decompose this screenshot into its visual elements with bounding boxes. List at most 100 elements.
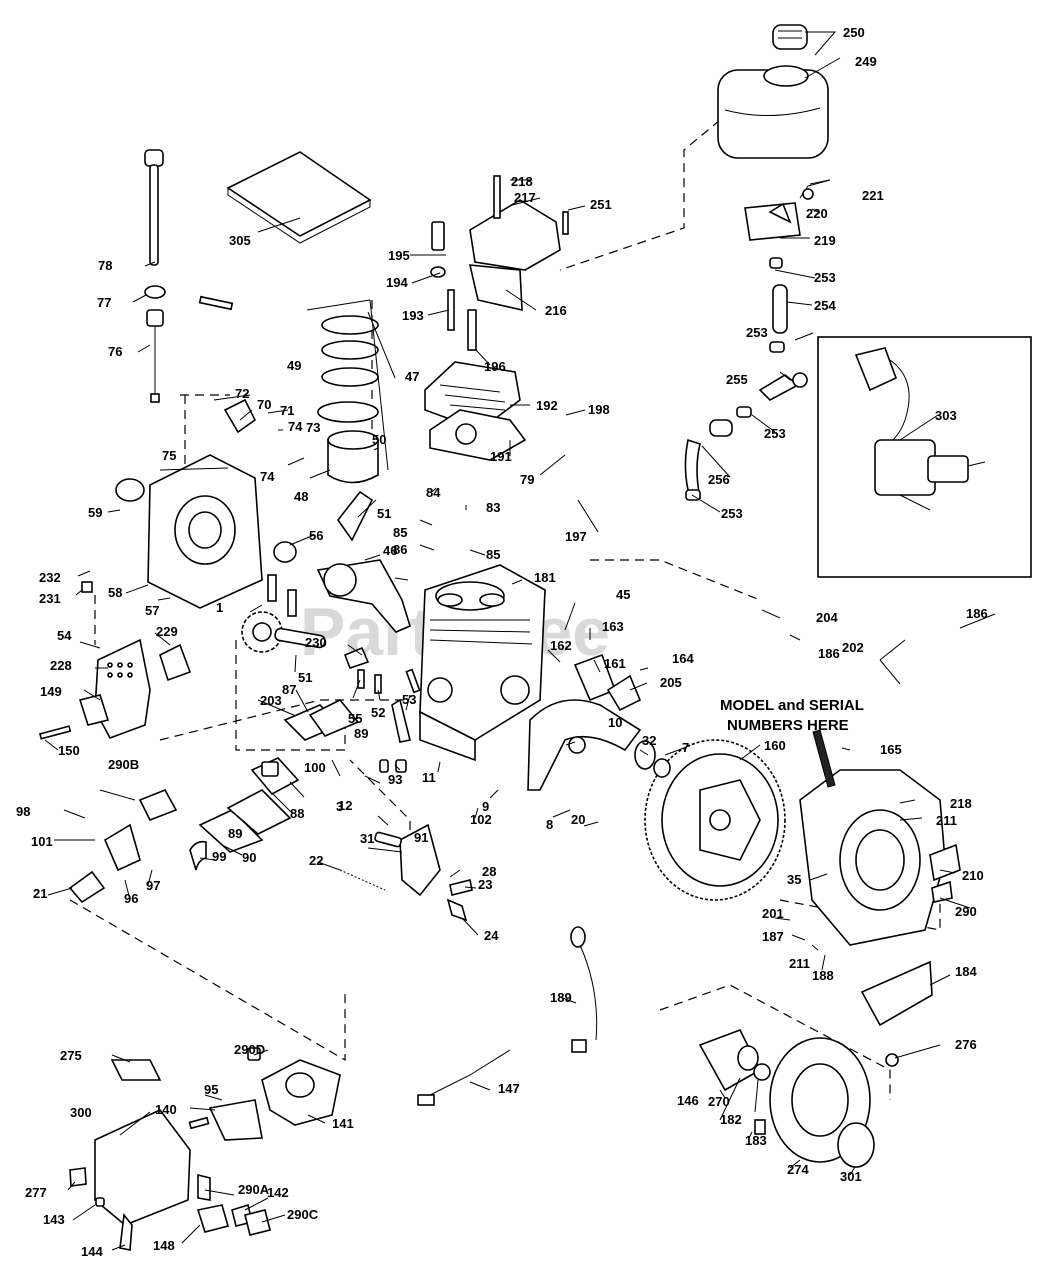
callout-68: 162 (550, 638, 572, 653)
callout-75: 202 (842, 640, 864, 655)
callout-76: 203 (260, 693, 282, 708)
callout-81: 7 (682, 740, 689, 755)
callout-132: 274 (787, 1162, 809, 1177)
callout-51: 51 (377, 506, 391, 521)
callout-122: 290D (234, 1042, 265, 1057)
callout-137: 290C (287, 1207, 319, 1222)
callout-127: 147 (498, 1081, 520, 1096)
callout-67: 163 (602, 619, 624, 634)
callout-86: 210 (962, 868, 984, 883)
callout-109: 22 (309, 853, 323, 868)
callout-5: 253 (814, 270, 836, 285)
recoil-starter (698, 1028, 875, 1168)
callout-112: 24 (484, 928, 499, 943)
callout-12: 303 (935, 408, 957, 423)
callout-56: 54 (57, 628, 72, 643)
callout-114: 201 (762, 906, 784, 921)
starter-path (659, 984, 891, 1100)
callout-48: 85 (393, 525, 407, 540)
callout-1: 249 (855, 54, 877, 69)
callout-64: 52 (371, 705, 385, 720)
callout-107: 91 (414, 830, 428, 845)
intake-gaskets (68, 698, 360, 904)
model-serial-note-line1: MODEL and SERIAL (720, 697, 864, 714)
callout-65: 53 (402, 692, 416, 707)
callout-126: 300 (70, 1105, 92, 1120)
model-serial-arrow (812, 729, 836, 788)
callout-42: 58 (108, 585, 122, 600)
callout-77: 87 (282, 682, 296, 697)
callout-124: 140 (155, 1102, 177, 1117)
callout-20: 196 (484, 359, 506, 374)
callout-41: 59 (88, 505, 102, 520)
callout-83: 165 (880, 742, 902, 757)
callout-40: 75 (162, 448, 176, 463)
callout-90: 101 (31, 834, 53, 849)
callout-139: 148 (153, 1238, 175, 1253)
callout-16: 216 (545, 303, 567, 318)
callout-131: 183 (745, 1133, 767, 1148)
callout-69: 161 (604, 656, 626, 671)
callout-115: 187 (762, 929, 784, 944)
model-serial-note-line2: NUMBERS HERE (727, 717, 849, 734)
callout-130: 182 (720, 1112, 742, 1127)
callout-66: 45 (616, 587, 630, 602)
callout-120: 276 (955, 1037, 977, 1052)
callout-106: 99 (212, 849, 226, 864)
callout-78: 89 (354, 726, 368, 741)
callout-18: 194 (386, 275, 408, 290)
callout-7: 253 (746, 325, 768, 340)
piston-rings (317, 315, 379, 423)
piston (327, 430, 379, 484)
flywheel-shield (527, 653, 642, 791)
callout-32: 71 (280, 403, 294, 418)
control-bracket (339, 823, 473, 922)
callout-11: 253 (721, 506, 743, 521)
callout-97: 11 (422, 770, 436, 785)
operator-manual (226, 151, 372, 237)
callout-37: 47 (405, 369, 419, 384)
carburetor (188, 1047, 341, 1141)
callout-9: 253 (764, 426, 786, 441)
control-path (349, 759, 411, 860)
callout-17: 195 (388, 248, 410, 263)
callout-59: 149 (40, 684, 62, 699)
engine-block (419, 564, 546, 762)
fuel-tank (717, 65, 829, 159)
fuel-pump-inset (854, 347, 986, 511)
governor-parts (343, 646, 421, 773)
blower-housing (799, 769, 961, 946)
fuel-line-path (559, 119, 721, 271)
head-bolts (430, 175, 569, 351)
callout-29: 76 (108, 344, 122, 359)
callout-119: 184 (955, 964, 977, 979)
callout-96: 12 (338, 798, 352, 813)
callout-21: 192 (536, 398, 558, 413)
callout-22: 191 (490, 449, 512, 464)
cylinder-head (424, 199, 561, 461)
callout-49: 86 (393, 542, 407, 557)
callout-25: 197 (565, 529, 587, 544)
callout-53: 46 (383, 543, 397, 558)
callout-98: 3 (336, 799, 343, 814)
callout-84: 218 (950, 796, 972, 811)
callout-102: 20 (571, 812, 585, 827)
callout-35: 74 (260, 469, 275, 484)
callout-116: 211 (789, 956, 810, 971)
callout-24: 79 (520, 472, 534, 487)
callout-54: 181 (534, 570, 556, 585)
callout-88: 290B (108, 757, 139, 772)
callout-113: 35 (787, 872, 801, 887)
callout-110: 28 (482, 864, 496, 879)
callout-74: 186 (966, 606, 988, 621)
callout-60: 150 (58, 743, 80, 758)
callout-70: 164 (672, 651, 694, 666)
callout-138: 143 (43, 1212, 65, 1227)
block-path (235, 640, 346, 751)
throttle-cable (417, 1049, 511, 1106)
fuel-cap (772, 24, 808, 50)
callout-63: 55 (348, 711, 362, 726)
callout-80: 32 (642, 733, 656, 748)
callout-133: 301 (840, 1169, 862, 1184)
